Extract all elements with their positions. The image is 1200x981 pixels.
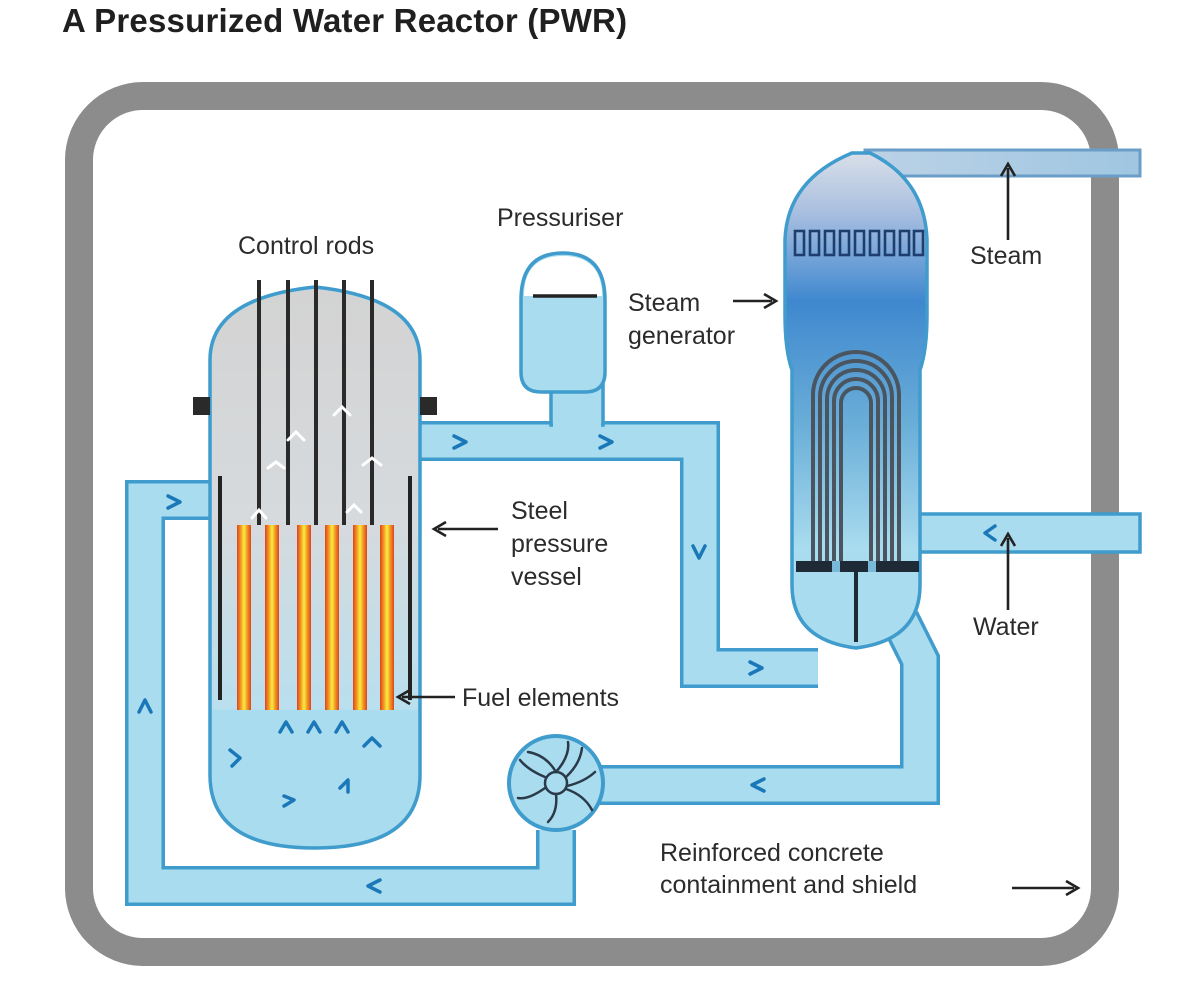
label-water: Water [973,613,1039,641]
labels: Control rods Pressuriser Steam generator… [238,204,1042,899]
label-steel-1: Steel [511,497,568,525]
pressuriser [519,251,607,394]
label-fuel-elements: Fuel elements [462,684,619,712]
steam-separators [793,229,925,257]
label-control-rods: Control rods [238,232,374,260]
label-containment-1: Reinforced concrete [660,839,884,867]
page-title: A Pressurized Water Reactor (PWR) [62,2,628,39]
reactor-vessel [193,280,437,850]
label-pressuriser: Pressuriser [497,204,623,232]
feedwater-pipe [913,512,1142,554]
label-steel-2: pressure [511,530,608,558]
water-pointer [999,531,1017,610]
control-rods [257,280,374,525]
label-steel-3: vessel [511,563,582,591]
label-steam-generator-2: generator [628,322,735,350]
coolant-pump [507,734,605,832]
steel-vessel-pointer [431,520,498,538]
steam-generator [783,151,929,650]
label-steam: Steam [970,242,1042,270]
pointer-arrows [395,161,1081,897]
label-containment-2: containment and shield [660,871,917,899]
u-tubes [811,350,901,565]
steam-generator-pointer [733,292,779,310]
containment-pointer [1012,879,1081,897]
flow-arrows [137,434,997,894]
fuel-elements [237,525,394,710]
fuel-elements-pointer [395,688,455,706]
steam-pointer [999,161,1017,240]
label-steam-generator-1: Steam [628,289,700,317]
